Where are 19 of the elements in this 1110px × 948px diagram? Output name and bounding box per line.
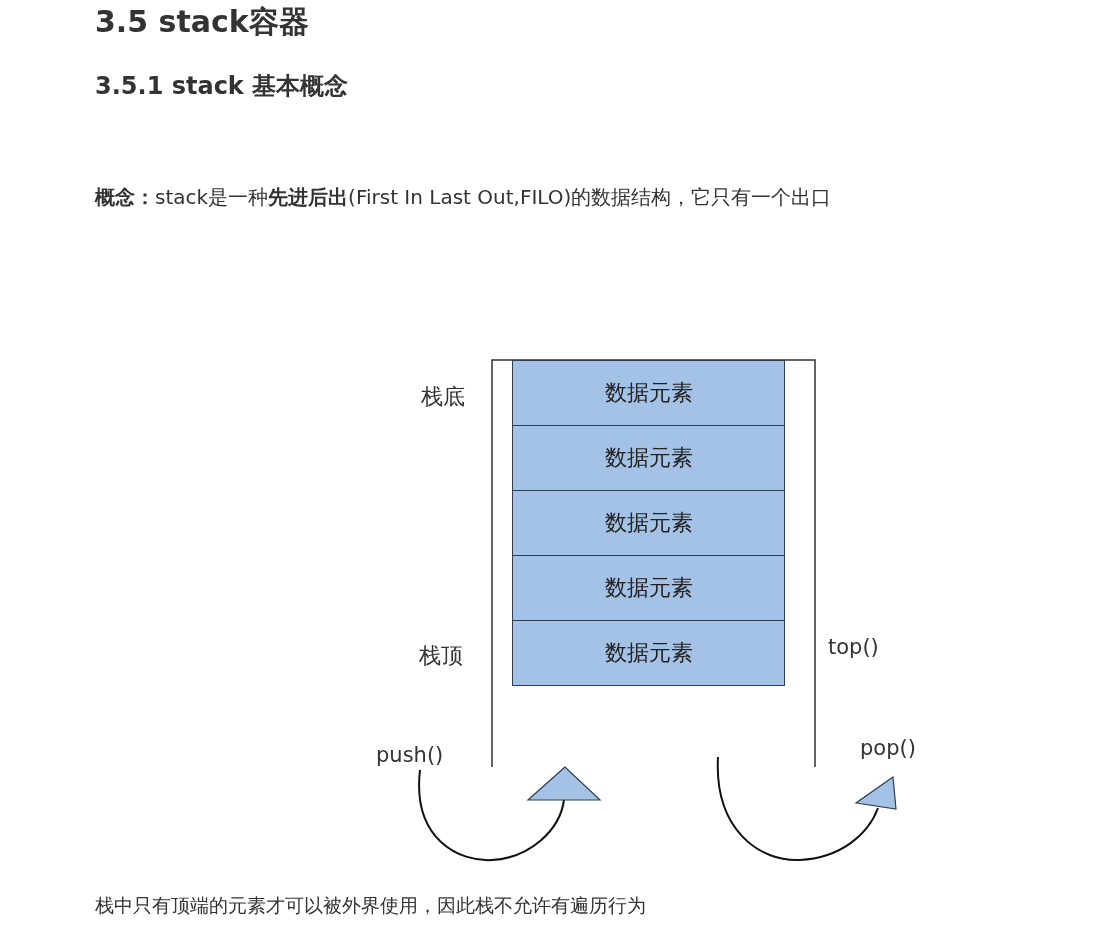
note-text: 栈中只有顶端的元素才可以被外界使用，因此栈不允许有遍历行为 (95, 893, 646, 918)
stack-bottom-label: 栈底 (421, 383, 465, 411)
stack-top-label: 栈顶 (419, 642, 463, 670)
element-label: 数据元素 (604, 639, 693, 667)
method-label: pop() (860, 736, 916, 760)
element-label: 数据元素 (604, 509, 693, 537)
method-label: top() (828, 635, 879, 659)
data-element-box (512, 425, 785, 491)
element-label: 数据元素 (604, 379, 693, 407)
data-element-box (512, 555, 785, 621)
section-heading: 3.5.1 stack 基本概念 (95, 71, 349, 102)
data-element-box (512, 360, 785, 426)
data-element-box (512, 620, 785, 686)
data-element-box (512, 490, 785, 556)
page-title: 3.5 stack容器 (95, 3, 309, 41)
method-label: push() (376, 743, 444, 767)
concept-paragraph: 概念：stack是一种先进后出(First In Last Out,FILO)的数据结构，它只有一个出口 (95, 184, 832, 211)
element-label: 数据元素 (604, 444, 693, 472)
element-label: 数据元素 (604, 574, 693, 602)
